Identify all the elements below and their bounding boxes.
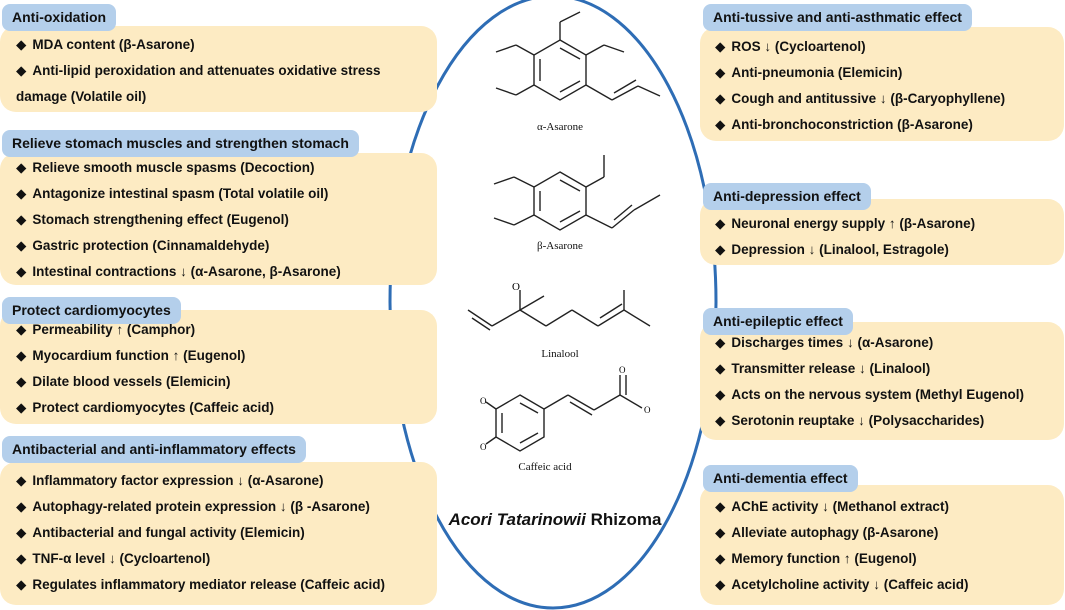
latin-name: Acori Tatarinowii [448, 510, 586, 529]
list-item: ◆Inflammatory factor expression ↓ (α-Asa… [16, 473, 324, 488]
alpha-asarone-label: α-Asarone [537, 121, 583, 133]
panel-title-tussive: Anti-tussive and anti-asthmatic effect [703, 4, 972, 31]
panel-tussive [700, 27, 1064, 141]
list-item: ◆MDA content (β-Asarone) [16, 37, 195, 52]
beta-asarone-label: β-Asarone [537, 240, 583, 252]
caffeic-o4-label: O [644, 405, 651, 415]
linalool-oh-label: O [512, 281, 520, 293]
caffeic-o2-label: O [480, 442, 487, 452]
list-item: ◆Anti-pneumonia (Elemicin) [715, 65, 903, 80]
panel-stomach [0, 153, 437, 285]
list-item: ◆Transmitter release ↓ (Linalool) [715, 361, 931, 376]
panel-anti-oxidation [0, 26, 437, 112]
list-item: ◆Discharges times ↓ (α-Asarone) [715, 335, 934, 350]
panel-items-anti-oxidation: ◆MDA content (β-Asarone) ◆Anti-lipid per… [16, 32, 426, 110]
panel-cardio [0, 310, 437, 424]
list-item: ◆Protect cardiomyocytes (Caffeic acid) [16, 400, 274, 415]
list-item: ◆Neuronal energy supply ↑ (β-Asarone) [715, 216, 976, 231]
panel-items-depression: ◆Neuronal energy supply ↑ (β-Asarone) ◆D… [715, 211, 975, 263]
panel-antibacterial [0, 462, 437, 605]
caffeic-acid-label: Caffeic acid [518, 461, 572, 473]
panel-items-cardio: ◆Permeability ↑ (Camphor) ◆Myocardium fu… [16, 317, 274, 421]
alpha-asarone-structure [495, 11, 661, 101]
list-item: ◆Relieve smooth muscle spasms (Decoction… [16, 160, 315, 175]
panel-items-antibacterial: ◆Inflammatory factor expression ↓ (α-Asa… [16, 468, 385, 598]
panel-dementia [700, 485, 1064, 605]
list-item: ◆Stomach strengthening effect (Eugenol) [16, 212, 289, 227]
list-item: ◆TNF-α level ↓ (Cycloartenol) [16, 551, 211, 566]
list-item: ◆Cough and antitussive ↓ (β-Caryophyllen… [715, 91, 1006, 106]
list-item: ◆Depression ↓ (Linalool, Estragole) [715, 242, 949, 257]
caffeic-acid-structure [485, 375, 643, 452]
panel-title-dementia: Anti-dementia effect [703, 465, 858, 492]
list-item: ◆Dilate blood vessels (Elemicin) [16, 374, 231, 389]
list-item: ◆Gastric protection (Cinnamaldehyde) [16, 238, 270, 253]
panel-title-epileptic: Anti-epileptic effect [703, 308, 853, 335]
panel-items-epileptic: ◆Discharges times ↓ (α-Asarone) ◆Transmi… [715, 330, 1024, 434]
list-item: ◆Anti-lipid peroxidation and attenuates … [16, 63, 381, 104]
list-item: ◆Regulates inflammatory mediator release… [16, 577, 386, 592]
list-item: ◆Acetylcholine activity ↓ (Caffeic acid) [715, 577, 969, 592]
panel-title-cardio: Protect cardiomyocytes [2, 297, 181, 324]
panel-epileptic [700, 322, 1064, 440]
common-name: Rhizoma [590, 510, 662, 529]
center-ellipse [388, 0, 718, 610]
list-item: ◆Myocardium function ↑ (Eugenol) [16, 348, 246, 363]
list-item: ◆Antibacterial and fungal activity (Elem… [16, 525, 305, 540]
panel-title-anti-oxidation: Anti-oxidation [2, 4, 117, 31]
list-item: ◆AChE activity ↓ (Methanol extract) [715, 499, 949, 514]
panel-depression [700, 199, 1064, 265]
panel-items-dementia: ◆AChE activity ↓ (Methanol extract) ◆All… [715, 494, 968, 598]
panel-items-stomach: ◆Relieve smooth muscle spasms (Decoction… [16, 155, 341, 285]
list-item: ◆Autophagy-related protein expression ↓ … [16, 499, 370, 514]
list-item: ◆Intestinal contractions ↓ (α-Asarone, β… [16, 264, 341, 279]
caffeic-o1-label: O [480, 396, 487, 406]
list-item: ◆Memory function ↑ (Eugenol) [715, 551, 917, 566]
panel-items-tussive: ◆ROS ↓ (Cycloartenol) ◆Anti-pneumonia (E… [715, 34, 1005, 138]
list-item: ◆Anti-bronchoconstriction (β-Asarone) [715, 117, 973, 132]
linalool-structure [467, 290, 651, 331]
list-item: ◆Serotonin reuptake ↓ (Polysaccharides) [715, 413, 985, 428]
linalool-label: Linalool [541, 348, 578, 360]
caffeic-o3-label: O [619, 365, 626, 375]
list-item: ◆Acts on the nervous system (Methyl Euge… [715, 387, 1024, 402]
center-title: Acori Tatarinowii Rhizoma [430, 510, 680, 530]
list-item: ◆Permeability ↑ (Camphor) [16, 322, 196, 337]
panel-title-depression: Anti-depression effect [703, 183, 871, 210]
panel-title-stomach: Relieve stomach muscles and strengthen s… [2, 130, 359, 157]
beta-asarone-structure [493, 155, 661, 231]
list-item: ◆Antagonize intestinal spasm (Total vola… [16, 186, 329, 201]
list-item: ◆ROS ↓ (Cycloartenol) [715, 39, 866, 54]
panel-title-antibacterial: Antibacterial and anti-inflammatory effe… [2, 436, 306, 463]
list-item: ◆Alleviate autophagy (β-Asarone) [715, 525, 939, 540]
